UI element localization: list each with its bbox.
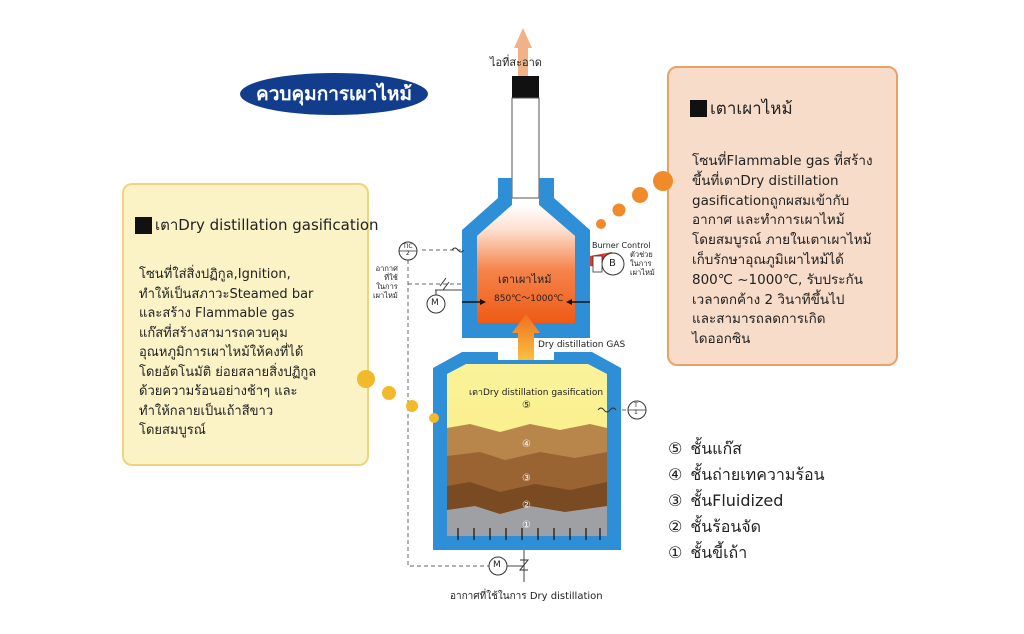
- left-connector-dots: [357, 370, 439, 423]
- square-bullet-icon: [135, 216, 152, 234]
- legend-item: ② ชั้นร้อนจัด: [668, 514, 825, 540]
- legend-item: ① ชั้นขี้เถ้า: [668, 540, 825, 566]
- burner-letter: B: [609, 258, 616, 269]
- legend-text: ชั้นขี้เถ้า: [690, 543, 748, 562]
- combustion-furnace-label: เตาเผาไหม้: [498, 273, 552, 286]
- combustion-air-label: อากาศ ที่ใช้ ในการ เผาไหม้: [373, 264, 398, 300]
- chimney-cap: [512, 76, 539, 98]
- combustion-description-text: โซนที่Flammable gas ที่สร้าง ขึ้นที่เตาD…: [692, 153, 873, 348]
- legend-item: ③ ชั้นFluidized: [668, 488, 825, 514]
- valve-icon: [439, 277, 450, 291]
- air-inlet-arrow-head: [480, 299, 486, 305]
- layer-2-marker: ②: [522, 500, 531, 511]
- legend-item: ④ ชั้นถ่ายเทความร้อน: [668, 462, 825, 488]
- sensor-wire: [451, 247, 465, 253]
- title-badge: ควบคุมการเผาไหม้: [240, 73, 428, 115]
- right-connector-dots: [596, 171, 673, 229]
- gas-flow-label: Dry distillation GAS: [538, 340, 626, 350]
- clean-exhaust-label: ไอที่สะอาด: [490, 56, 542, 69]
- distillation-air-label: อากาศที่ใช้ในการ Dry distillation: [450, 591, 603, 602]
- combustion-furnace-interior: [477, 205, 575, 323]
- gasification-description-text: โซนที่ใส่สิ่งปฏิกูล,Ignition, ทำให้เป็นส…: [139, 267, 317, 438]
- legend-number: ③: [668, 491, 683, 510]
- layer-5-marker: ⑤: [522, 400, 531, 411]
- legend-text: ชั้นแก๊ส: [690, 439, 742, 458]
- t-label: T 1: [634, 402, 638, 416]
- legend-number: ②: [668, 517, 683, 536]
- legend-number: ①: [668, 543, 683, 562]
- motor-letter: M: [493, 560, 501, 570]
- burner-nozzle: [592, 255, 603, 273]
- chimney: [511, 97, 540, 199]
- gasification-box-heading: เตาDry distillation gasification: [135, 213, 379, 237]
- combustion-temp-label: 850℃～1000℃: [494, 294, 564, 304]
- legend-text: ชั้นFluidized: [690, 491, 784, 510]
- gasification-description-box: เตาDry distillation gasification โซนที่ใ…: [122, 183, 379, 466]
- page-title: ควบคุมการเผาไหม้: [256, 83, 412, 105]
- layer-1-ash: [447, 506, 607, 536]
- gasification-heading-text: เตาDry distillation gasification: [155, 216, 379, 234]
- legend-item: ⑤ ชั้นแก๊ส: [668, 436, 825, 462]
- bottom-air-arrows: [457, 528, 601, 540]
- motor-letter: M: [431, 298, 439, 308]
- sensor-wire: [597, 407, 617, 413]
- legend-text: ชั้นถ่ายเทความร้อน: [690, 465, 825, 484]
- burner-note: ตัวช่วย ในการ เผาไหม้: [630, 250, 655, 277]
- legend-number: ⑤: [668, 439, 683, 458]
- legend-text: ชั้นร้อนจัด: [690, 517, 762, 536]
- layer-3-marker: ③: [522, 473, 531, 484]
- air-supply-lines: [435, 289, 525, 582]
- air-inlet-arrow-head: [566, 299, 572, 305]
- layer-legend: ⑤ ชั้นแก๊ส ④ ชั้นถ่ายเทความร้อน ③ ชั้นFl…: [668, 436, 825, 566]
- combustion-description-box: เตาเผาไหม้ โซนที่Flammable gas ที่สร้าง …: [667, 66, 898, 366]
- tic-label: TIC 2: [403, 243, 413, 257]
- burner-control-label: Burner Control: [592, 241, 651, 250]
- combustion-box-heading: เตาเผาไหม้: [690, 95, 793, 122]
- layer-1-marker: ①: [522, 520, 531, 531]
- layer-4-marker: ④: [522, 439, 531, 450]
- legend-number: ④: [668, 465, 683, 484]
- exhaust-arrow: [514, 28, 532, 78]
- gasification-furnace-label: เตาDry distillation gasification: [469, 388, 604, 398]
- gas-flow-arrow: [512, 314, 540, 360]
- motor-icon: [488, 556, 508, 576]
- combustion-furnace-wall: [462, 178, 590, 338]
- square-bullet-icon: [690, 100, 707, 117]
- valve-icon: [518, 559, 530, 571]
- combustion-heading-text: เตาเผาไหม้: [710, 99, 793, 119]
